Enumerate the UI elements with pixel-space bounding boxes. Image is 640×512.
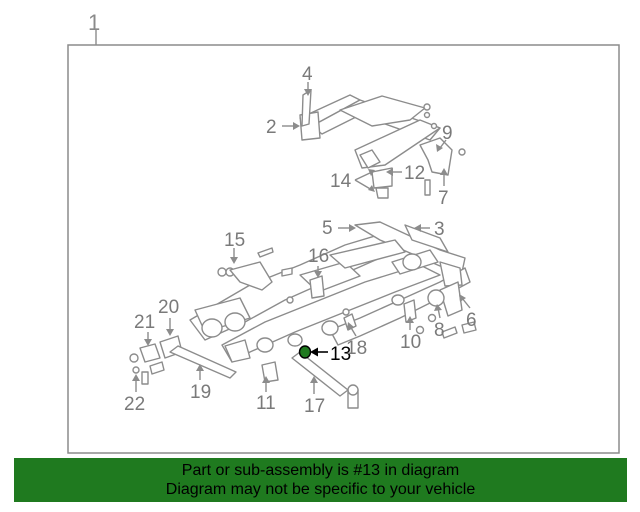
callout-8: 8: [434, 320, 445, 341]
main-frame: [189, 221, 471, 363]
part-18-piece: [343, 313, 357, 331]
part-22-hardware: [129, 353, 165, 385]
part-13-highlighted[interactable]: [298, 345, 312, 359]
callout-5: 5: [322, 218, 333, 239]
callout-21: 21: [134, 312, 155, 333]
callout-13[interactable]: 13: [330, 344, 351, 365]
banner-line-1: Part or sub-assembly is #13 in diagram: [181, 462, 460, 479]
callout-7: 7: [438, 188, 449, 209]
callout-6: 6: [466, 310, 477, 331]
callout-leaders: [132, 82, 471, 394]
callout-15: 15: [224, 230, 245, 251]
callout-12: 12: [404, 163, 425, 184]
part-19-rod: [169, 345, 237, 379]
upper-crossmember: [299, 89, 466, 199]
callout-22: 22: [124, 394, 145, 415]
callout-14: 14: [330, 171, 352, 192]
callout-20: 20: [158, 297, 179, 318]
callout-16: 16: [308, 246, 329, 267]
callout-4: 4: [302, 64, 313, 85]
callout-17: 17: [304, 396, 325, 417]
callout-9: 9: [442, 123, 453, 144]
part-21-mount: [139, 343, 161, 363]
part-8-insulator: [427, 289, 445, 307]
part-15-mount: [229, 261, 273, 291]
callout-3: 3: [434, 219, 445, 240]
callout-19: 19: [190, 382, 211, 403]
callout-10: 10: [400, 332, 421, 353]
callout-18: 18: [346, 338, 367, 359]
part-17-rod: [291, 351, 349, 397]
info-banner: Part or sub-assembly is #13 in diagram D…: [14, 458, 627, 502]
part-16-bracket: [309, 275, 325, 299]
part-6-bracket: [439, 281, 463, 317]
callout-numbers: 2 3 4 5 6 7 8 9 10 11 12 13 14 15 16 17 …: [124, 64, 477, 417]
banner-line-2: Diagram may not be specific to your vehi…: [165, 481, 476, 498]
callout-leader-13: [310, 347, 328, 357]
assembly-label: 1: [88, 10, 100, 35]
callout-2: 2: [266, 117, 277, 138]
callout-11: 11: [256, 393, 276, 414]
